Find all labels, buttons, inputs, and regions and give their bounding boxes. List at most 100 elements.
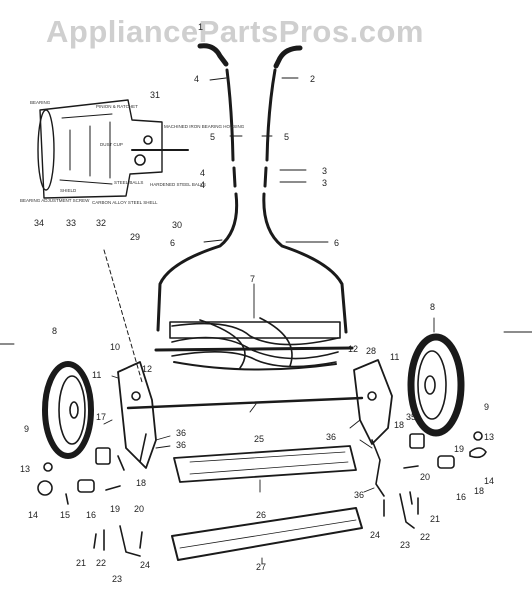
callout-14: 14 [484, 476, 494, 486]
callout-10: 10 [110, 342, 120, 352]
callout-5: 5 [210, 132, 215, 142]
lower-handle-right [262, 192, 348, 334]
bed-knife-edge [179, 519, 357, 549]
callout-16: 16 [86, 510, 96, 520]
callout-20: 20 [134, 504, 144, 514]
callout-6: 6 [170, 238, 175, 248]
callout-11: 11 [92, 370, 101, 380]
callout-18: 18 [136, 478, 146, 488]
left-wheel-center [69, 401, 79, 419]
caption-alloy-shell: CARBON ALLOY STEEL SHELL [92, 200, 158, 205]
caption-dust-cup: DUST CUP [100, 142, 123, 147]
inset-steel-balls [134, 154, 146, 166]
callout-33: 33 [66, 218, 76, 228]
callout-19: 19 [110, 504, 120, 514]
callout-8: 8 [430, 302, 435, 312]
callout-34: 34 [34, 218, 44, 228]
right-wheel-center [424, 375, 436, 395]
caption-steel-balls: STEEL BALLS [114, 180, 143, 185]
callout-12: 12 [142, 364, 152, 374]
screw-24-left [139, 531, 143, 549]
ring-left [43, 462, 53, 472]
right-roller-bracket [371, 439, 385, 497]
inset-leader [103, 249, 143, 383]
callout-24: 24 [140, 560, 150, 570]
leader-lines [0, 77, 532, 565]
screw-21-right [409, 491, 413, 505]
callout-4: 4 [200, 180, 205, 190]
callout-14: 14 [28, 510, 38, 520]
callout-29: 29 [130, 232, 140, 242]
callout-30: 30 [172, 220, 182, 230]
callout-15: 15 [60, 510, 70, 520]
callout-3: 3 [322, 178, 327, 188]
callout-11: 11 [390, 352, 399, 362]
caption-machined-cone: MACHINED IRON BEARING HOUSING [164, 124, 245, 129]
callout-3: 3 [322, 166, 327, 176]
callout-12: 12 [348, 344, 358, 354]
upper-handle-left [225, 68, 235, 162]
callout-2: 2 [310, 74, 315, 84]
callout-32: 32 [96, 218, 106, 228]
right-side-frame [353, 359, 393, 445]
inset-steel-ball-2 [143, 135, 153, 145]
upper-handle-right [265, 68, 277, 162]
callout-23: 23 [112, 574, 122, 584]
right-frame-bolt [367, 391, 377, 401]
reel-top [169, 321, 341, 339]
caption-hardened-steel: HARDENED STEEL BALLS [150, 182, 206, 187]
callout-7: 7 [250, 274, 255, 284]
tie-rod [126, 396, 364, 410]
screw-21-left [93, 533, 97, 549]
right-wheel-hub [417, 350, 447, 420]
callout-35: 35 [406, 412, 416, 422]
handle-grip-left [197, 43, 229, 67]
pawl-left [105, 485, 121, 491]
callout-28: 28 [366, 346, 376, 356]
callout-27: 27 [256, 562, 266, 572]
bed-knife [171, 507, 363, 561]
callout-9: 9 [484, 402, 489, 412]
left-frame-bolt [131, 391, 141, 401]
callout-6: 6 [334, 238, 339, 248]
inset-wheel-edge [37, 109, 55, 191]
roller-hatch [189, 451, 349, 475]
lower-handle-left [156, 192, 239, 332]
callout-1: 1 [198, 22, 203, 32]
upper-handle-left-end [232, 166, 237, 188]
callout-5: 5 [284, 132, 289, 142]
ratchet-right [409, 433, 425, 449]
left-wheel-hub [58, 375, 86, 445]
caption-pinion-ratchet: PINION & RATCHET [96, 104, 138, 109]
callout-23: 23 [400, 540, 410, 550]
inset-hub-detail [59, 113, 113, 185]
callout-21: 21 [76, 558, 86, 568]
left-wheel-tire [42, 361, 94, 459]
left-side-frame [117, 361, 157, 469]
right-wheel-tire [407, 333, 465, 437]
callout-16: 16 [456, 492, 466, 502]
callout-8: 8 [52, 326, 57, 336]
caption-bearing: BEARING [30, 100, 51, 105]
callout-24: 24 [370, 530, 380, 540]
bolt-left [65, 493, 69, 505]
adjuster-left [119, 525, 141, 557]
ratchet-left [95, 447, 111, 465]
callout-13: 13 [20, 464, 30, 474]
handle-grip-right [273, 45, 303, 69]
hub-cap-left [37, 480, 53, 496]
reel-shaft [154, 346, 354, 352]
callout-25: 25 [254, 434, 264, 444]
callout-36: 36 [176, 428, 186, 438]
callout-19: 19 [454, 444, 464, 454]
callout-18: 18 [394, 420, 404, 430]
caption-shield: SHIELD [60, 188, 77, 193]
callout-20: 20 [420, 472, 430, 482]
ring-right [473, 431, 483, 441]
callout-21: 21 [430, 514, 440, 524]
callout-18: 18 [474, 486, 484, 496]
pinion-left [77, 479, 95, 493]
adjuster-right [399, 493, 415, 529]
spring-left [117, 455, 125, 471]
